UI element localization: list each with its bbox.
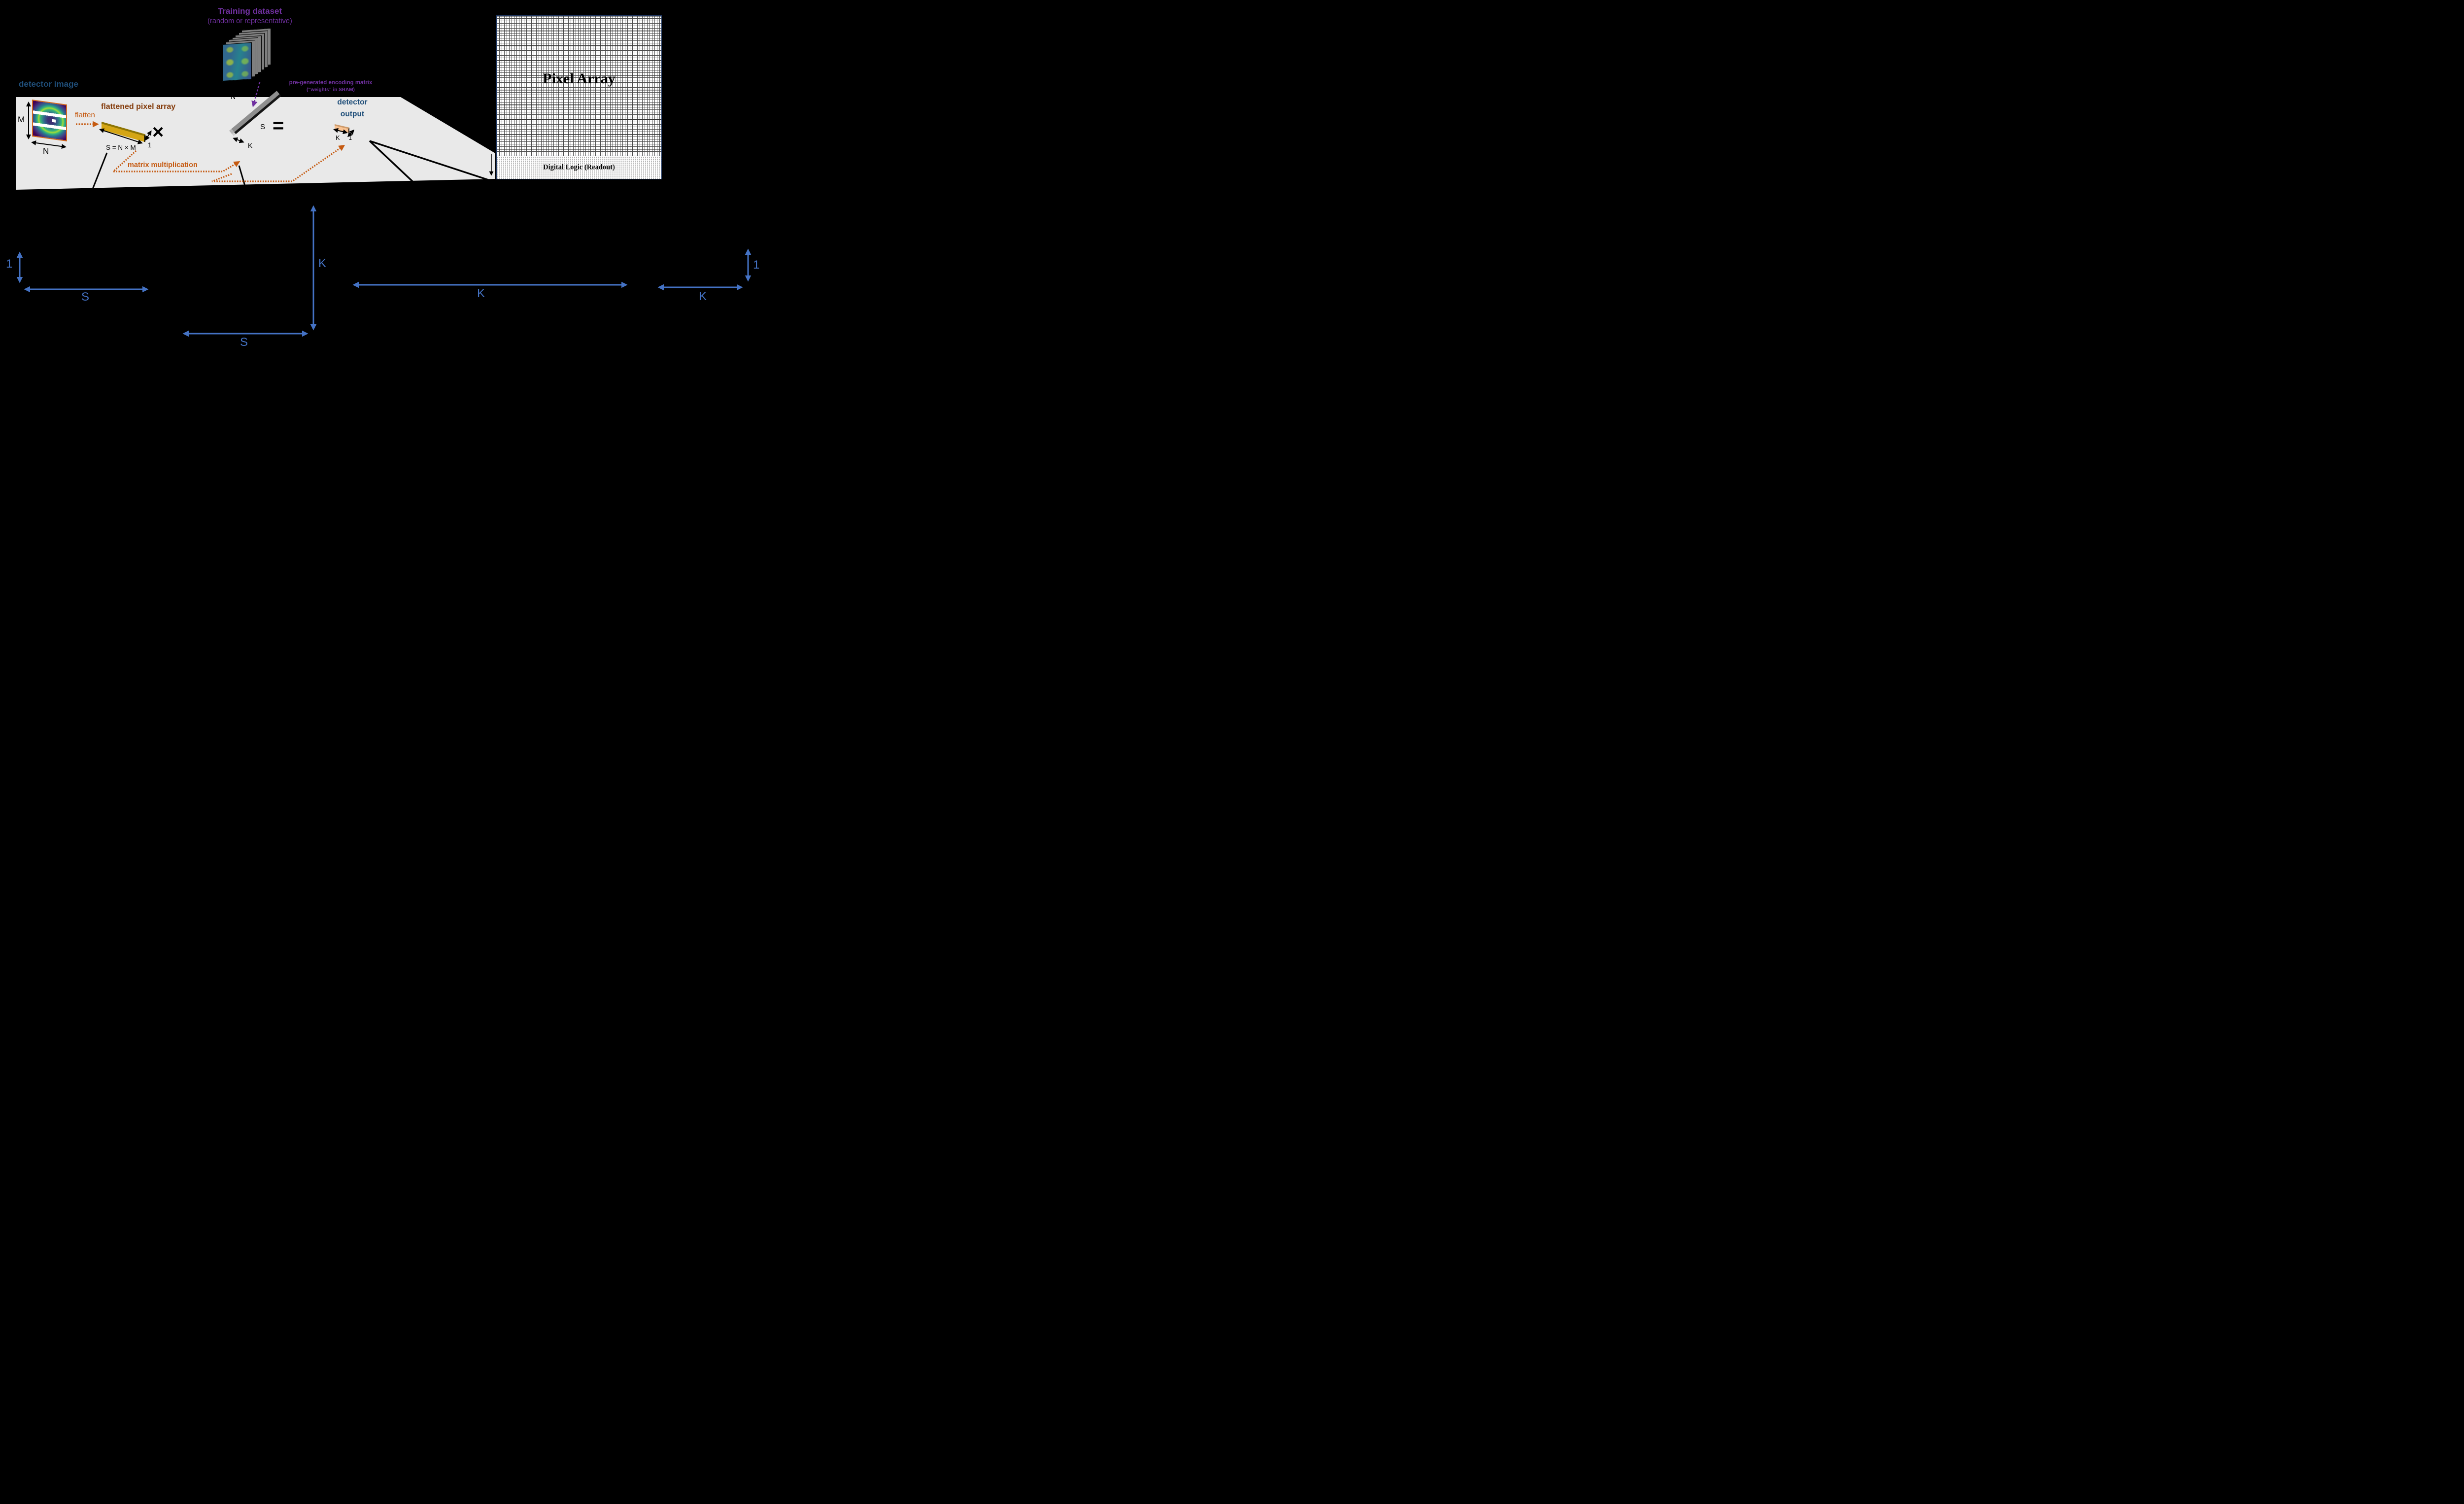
dim-s-bottom-label: S <box>240 336 248 349</box>
dim-k-vertical-label: K <box>318 257 327 270</box>
times-operator: × <box>152 121 164 143</box>
m-label: M <box>18 115 25 124</box>
matrix-k-label: K <box>248 141 253 149</box>
training-dataset-title: Training dataset <box>217 6 282 16</box>
digital-logic-block: Digital Logic (Readout) <box>496 156 662 179</box>
matrix-multiplication-label: matrix multiplication <box>128 161 198 169</box>
detector-image-thumbnail <box>32 100 67 141</box>
equals-operator: = <box>273 115 284 137</box>
dim-k-right-label: K <box>699 290 707 303</box>
output-k-label: K <box>336 134 340 141</box>
figure-canvas: Pixel Array Digital Logic (Readout) <box>0 0 773 361</box>
s-eq-nxm-label: S = N × M <box>106 144 136 151</box>
training-dataset-subtitle: (random or representative) <box>207 17 292 25</box>
flatten-label: flatten <box>75 111 95 119</box>
encoding-matrix-title: pre-generated encoding matrix <box>289 80 373 86</box>
digital-logic-label: Digital Logic (Readout) <box>543 163 615 171</box>
training-front-image <box>222 42 252 82</box>
stack-depth-label: N <box>231 93 236 101</box>
detector-image-label: detector image <box>19 79 78 89</box>
dim-one-right-label: 1 <box>753 258 760 272</box>
dim-k-long-label: K <box>477 287 485 300</box>
pixel-array-label: Pixel Array <box>543 70 616 87</box>
detector-output-label-line2: output <box>340 110 365 118</box>
matrix-s-label: S <box>260 123 266 131</box>
encoding-matrix-subtitle: (“weights” in SRAM) <box>307 87 355 93</box>
dim-one-left-label: 1 <box>6 257 13 271</box>
flattened-pixel-array-label: flattened pixel array <box>101 103 176 111</box>
n-label: N <box>43 146 49 156</box>
detector-output-label-line1: detector <box>337 98 368 106</box>
flattened-one-label: 1 <box>148 141 152 149</box>
output-one-label: 1 <box>348 134 352 141</box>
dim-s-left-label: S <box>81 290 90 304</box>
pixel-array-block: Pixel Array <box>496 15 662 157</box>
